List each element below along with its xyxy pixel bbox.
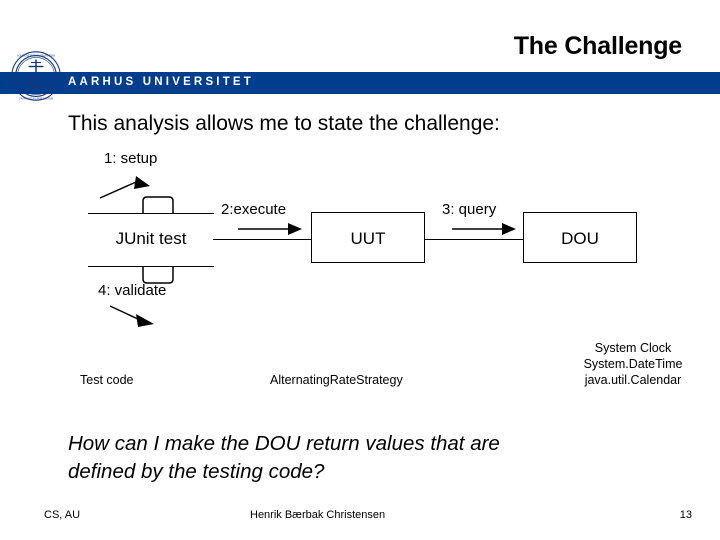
slide-footer: CS, AU Henrik Bærbak Christensen 13 — [0, 505, 720, 529]
challenge-question: How can I make the DOU return values tha… — [68, 430, 688, 486]
annotation-dou: System Clock System.DateTime java.util.C… — [513, 340, 720, 388]
execute-arrow-icon — [238, 223, 302, 235]
query-arrow-icon — [452, 223, 516, 235]
diagram-node-uut-label: UUT — [350, 229, 386, 248]
challenge-question-line-2: defined by the testing code? — [68, 460, 325, 483]
diagram-node-uut — [311, 212, 425, 263]
page-title: The Challenge — [513, 32, 682, 60]
diagram-node-junit-label: JUnit test — [115, 229, 187, 248]
diagram-message-execute-label: 2:execute — [221, 201, 287, 218]
execute-connector-line — [213, 239, 312, 240]
setup-arrow-icon — [99, 176, 150, 199]
sequence-diagram: 1: setup JUnit test 4: validate 2:execut… — [0, 140, 720, 330]
slide-header: The Challenge AARHUS UNIVERSITET SOLIDUM… — [0, 0, 720, 102]
diagram-node-dou-label: DOU — [561, 229, 599, 248]
validate-arrow-icon — [109, 305, 154, 327]
footer-affiliation: CS, AU — [44, 509, 81, 521]
setup-selfloop-icon — [142, 196, 174, 214]
diagram-message-setup-label: 1: setup — [104, 150, 158, 167]
intro-text: This analysis allows me to state the cha… — [68, 112, 500, 135]
junit-box-bottom-rule — [88, 266, 214, 267]
annotation-dou-line-2: System.DateTime — [583, 357, 683, 371]
svg-text:SOLIDUM PETIT IN PROFUNDIS: SOLIDUM PETIT IN PROFUNDIS — [17, 54, 55, 57]
diagram-node-dou — [523, 212, 637, 263]
diagram-message-query-label: 3: query — [442, 201, 497, 218]
query-connector-line — [425, 239, 524, 240]
annotation-junit: Test code — [80, 373, 134, 387]
brand-name-label: AARHUS UNIVERSITET — [68, 76, 255, 88]
challenge-question-line-1: How can I make the DOU return values tha… — [68, 432, 500, 455]
footer-page-number: 13 — [679, 509, 692, 521]
svg-text:UNIVERSITAS ARHUSIENSIS: UNIVERSITAS ARHUSIENSIS — [19, 98, 54, 101]
footer-author: Henrik Bærbak Christensen — [250, 509, 386, 521]
junit-box-top-rule — [88, 213, 214, 214]
annotation-dou-line-3: java.util.Calendar — [584, 373, 682, 387]
annotation-dou-line-1: System Clock — [594, 341, 672, 355]
brand-bar — [0, 72, 720, 94]
validate-selfloop-icon — [142, 266, 174, 284]
annotation-uut: AlternatingRateStrategy — [270, 373, 403, 387]
aarhus-university-seal-icon: SOLIDUM PETIT IN PROFUNDIS UNIVERSITAS A… — [10, 50, 62, 102]
diagram-message-validate-label: 4: validate — [98, 282, 167, 299]
